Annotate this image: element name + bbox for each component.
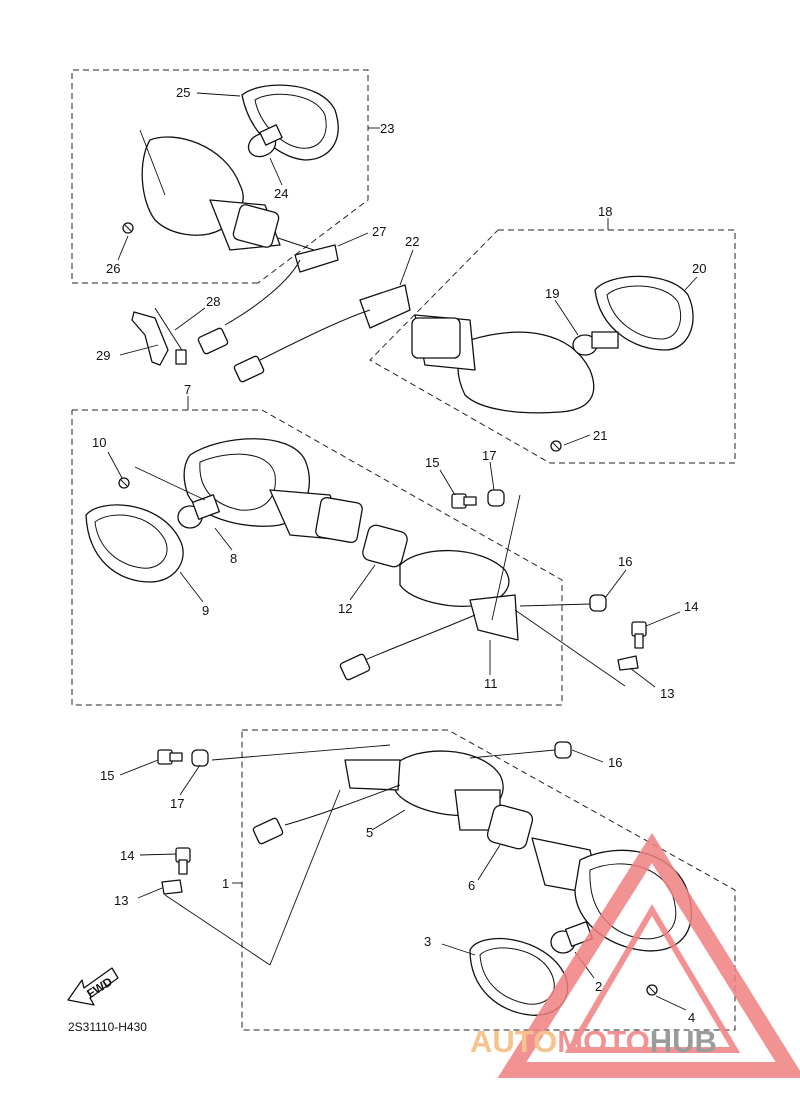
forward-arrow-icon: FWD <box>67 967 119 1006</box>
watermark-part-moto: MOTO <box>557 1024 649 1059</box>
callout-4: 4 <box>688 1010 695 1025</box>
callout-20: 20 <box>692 261 706 276</box>
watermark-part-auto: AUTO <box>470 1024 557 1059</box>
callout-23: 23 <box>380 121 394 136</box>
callout-5: 5 <box>366 825 373 840</box>
rear-right-flasher-assembly <box>359 275 694 452</box>
callout-16: 16 <box>618 554 632 569</box>
callout-19: 19 <box>545 286 559 301</box>
group-box-23 <box>71 69 369 284</box>
rear-left-flasher-assembly <box>122 84 339 273</box>
callout-13-lower: 13 <box>114 893 128 908</box>
callout-9: 9 <box>202 603 209 618</box>
callout-24: 24 <box>274 186 288 201</box>
callout-12: 12 <box>338 601 352 616</box>
callout-14-lower: 14 <box>120 848 134 863</box>
callout-13: 13 <box>660 686 674 701</box>
callout-16-lower: 16 <box>608 755 622 770</box>
wiring-harness-rear <box>131 259 371 383</box>
watermark-logo-text: AUTOMOTOHUB <box>470 1024 717 1059</box>
warning-triangle-icon <box>497 832 800 1078</box>
callout-28: 28 <box>206 294 220 309</box>
callout-3: 3 <box>424 934 431 949</box>
callout-22: 22 <box>405 234 419 249</box>
front-left-flasher-assembly <box>85 438 647 681</box>
callout-26: 26 <box>106 261 120 276</box>
callout-10: 10 <box>92 435 106 450</box>
callout-labels: 1 2 3 4 5 6 7 8 9 10 11 12 13 14 15 16 1… <box>92 85 706 1025</box>
diagram-code: 2S31110-H430 <box>68 1020 147 1034</box>
group-box-18 <box>369 229 736 464</box>
callout-11: 11 <box>484 676 498 691</box>
callout-17-lower: 17 <box>170 796 184 811</box>
callout-7: 7 <box>184 382 191 397</box>
callout-21: 21 <box>593 428 607 443</box>
callout-6: 6 <box>468 878 475 893</box>
callout-29: 29 <box>96 348 110 363</box>
callout-1: 1 <box>222 876 229 891</box>
callout-27: 27 <box>372 224 386 239</box>
callout-14: 14 <box>684 599 698 614</box>
watermark-part-hub: HUB <box>650 1024 717 1059</box>
callout-17: 17 <box>482 448 496 463</box>
callout-25: 25 <box>176 85 190 100</box>
callout-18: 18 <box>598 204 612 219</box>
callout-15-lower: 15 <box>100 768 114 783</box>
callout-8: 8 <box>230 551 237 566</box>
callout-15: 15 <box>425 455 439 470</box>
callout-2: 2 <box>595 979 602 994</box>
group-box-1 <box>241 729 736 1031</box>
automotohub-watermark: AUTOMOTOHUB <box>470 832 800 1078</box>
leader-lines <box>107 92 698 1011</box>
